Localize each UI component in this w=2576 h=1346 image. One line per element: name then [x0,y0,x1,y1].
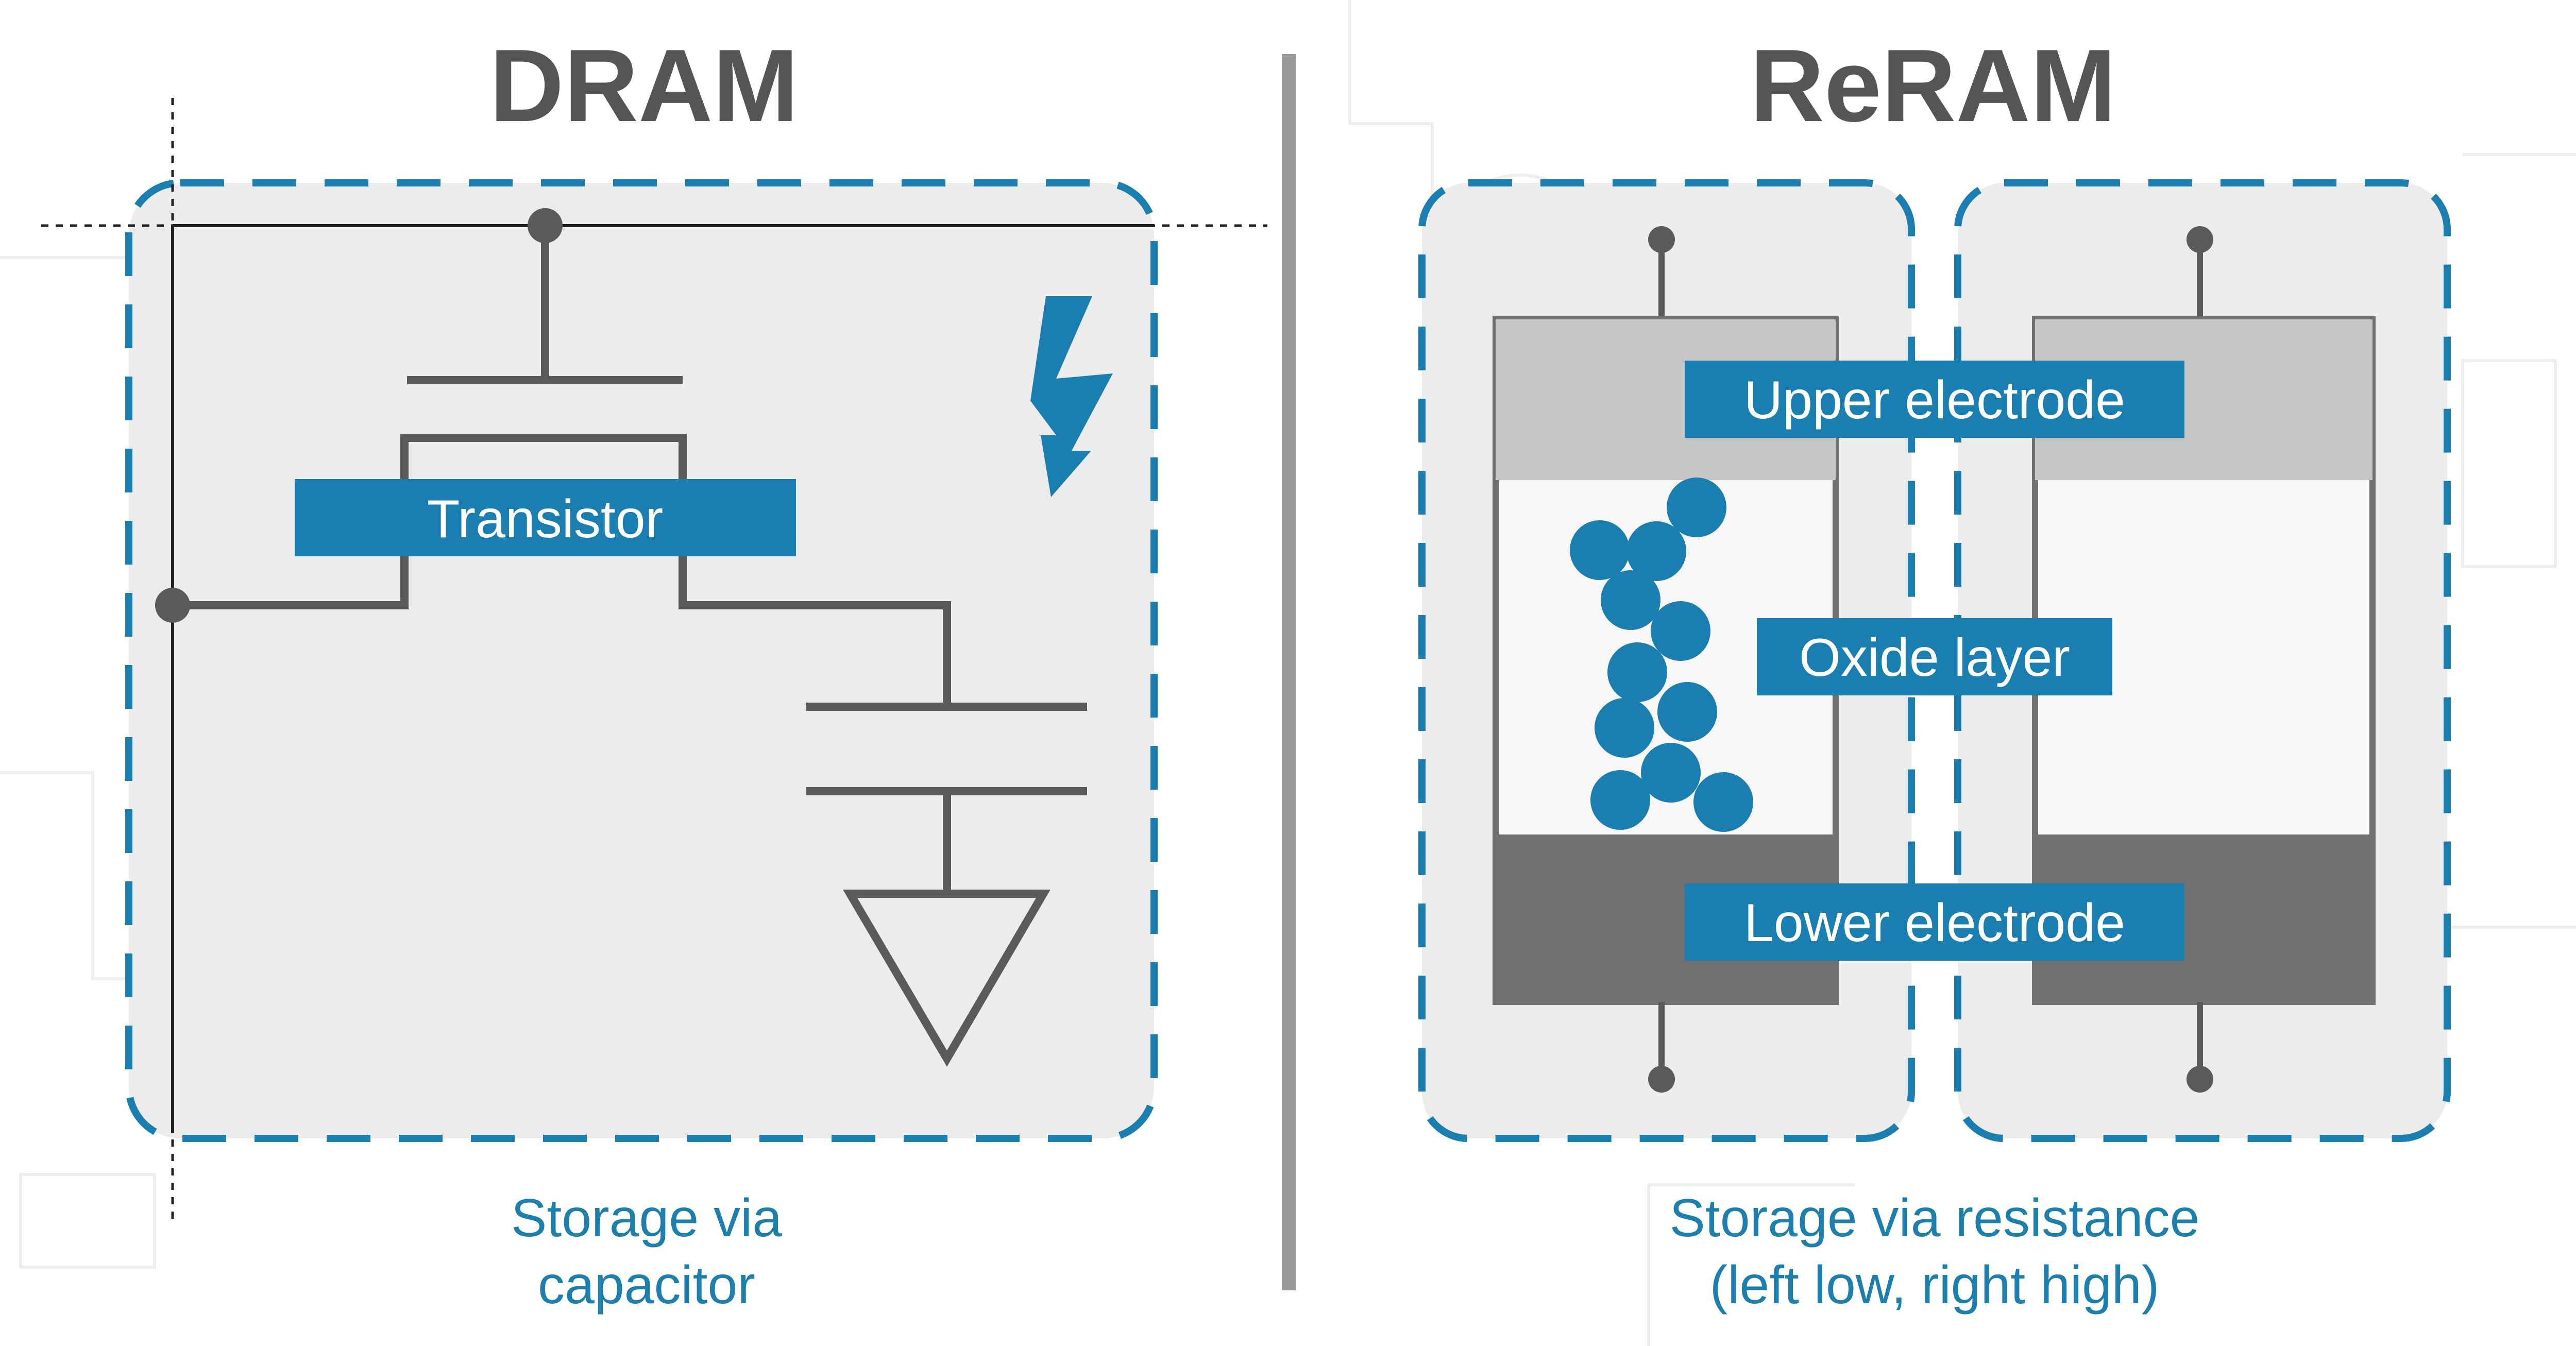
top-terminal-node [2187,226,2213,253]
reram-caption-line2: (left low, right high) [1710,1255,2160,1315]
filament-atom [1651,601,1710,661]
section-divider [1282,54,1296,1290]
filament-atom [1607,642,1667,702]
filament-atom [1626,521,1686,581]
dram-section: DRAM Transistor Storage via [41,28,1267,1315]
filament-atom [1595,698,1654,758]
dram-caption-line1: Storage via [511,1188,782,1248]
ground-icon [843,890,1050,1067]
transistor-label: Transistor [427,489,663,549]
word-line-node [528,208,563,243]
lower-electrode-label-box [1685,883,2184,961]
oxide-layer-label-box [1757,618,2112,695]
upper-electrode-label-box [1685,361,2184,438]
transistor-channel [173,434,951,707]
filament-atom [1590,770,1650,830]
oxide-layer-label: Oxide layer [1799,628,2070,688]
top-terminal-node [1648,226,1675,253]
bottom-terminal-node [1648,1066,1675,1093]
filament-atom [1667,478,1726,537]
reram-title: ReRAM [1750,28,2116,143]
transistor-label-box [295,479,796,556]
filament-atom [1693,772,1753,832]
dram-caption-line2: capacitor [538,1255,755,1315]
filament-atom [1657,682,1717,742]
reram-caption-line1: Storage via resistance [1670,1188,2200,1248]
lightning-bolt-icon [1030,296,1113,497]
filament-atom [1570,520,1630,580]
bit-line-node [155,588,190,623]
lower-electrode-label: Lower electrode [1744,893,2125,953]
filament-atom [1641,743,1701,803]
dram-cell-frame [125,179,1158,1142]
upper-electrode-label: Upper electrode [1744,370,2125,430]
filament-atom [1601,570,1660,630]
dram-line-extensions [41,98,1267,1226]
bottom-terminal-node [2187,1066,2213,1093]
reram-section: ReRAM [1418,28,2451,1315]
dram-circuit [173,226,1087,1067]
dram-title: DRAM [489,28,799,143]
conductive-filament [1570,478,1753,832]
